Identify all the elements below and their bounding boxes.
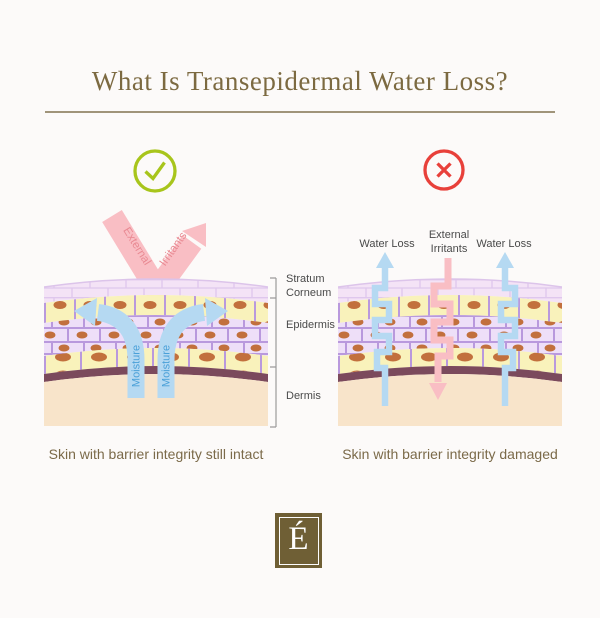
layer-bracket <box>270 277 277 428</box>
right-caption: Skin with barrier integrity damaged <box>342 446 558 462</box>
moisture-label-2: Moisture <box>161 345 173 387</box>
moisture-label-1: Moisture <box>131 345 143 387</box>
right-skin-diagram <box>338 252 562 426</box>
skin-cross-section <box>44 278 268 426</box>
dermis-label: Dermis <box>286 390 321 402</box>
water-loss-right-label: Water Loss <box>476 238 532 250</box>
left-caption: Skin with barrier integrity still intact <box>48 446 264 462</box>
water-loss-left-label: Water Loss <box>359 238 415 250</box>
logo-letter: É <box>288 521 309 557</box>
stratum-corneum-label: Stratum Corneum <box>286 273 332 299</box>
moisture-arrows: Moisture Moisture <box>74 298 228 398</box>
external-irritants-arrow <box>429 258 454 400</box>
cross-icon <box>423 149 465 191</box>
title-divider <box>45 111 555 113</box>
brand-logo: É <box>275 513 322 568</box>
page-title: What Is Transepidermal Water Loss? <box>91 66 509 96</box>
check-icon <box>133 149 177 193</box>
water-loss-arrow-left <box>371 252 394 406</box>
external-irritants-label: External Irritants <box>428 229 470 255</box>
water-loss-arrow-right <box>496 252 519 406</box>
epidermis-label: Epidermis <box>286 319 335 331</box>
left-skin-diagram: External Irritants Moisture Moisture <box>44 210 268 426</box>
